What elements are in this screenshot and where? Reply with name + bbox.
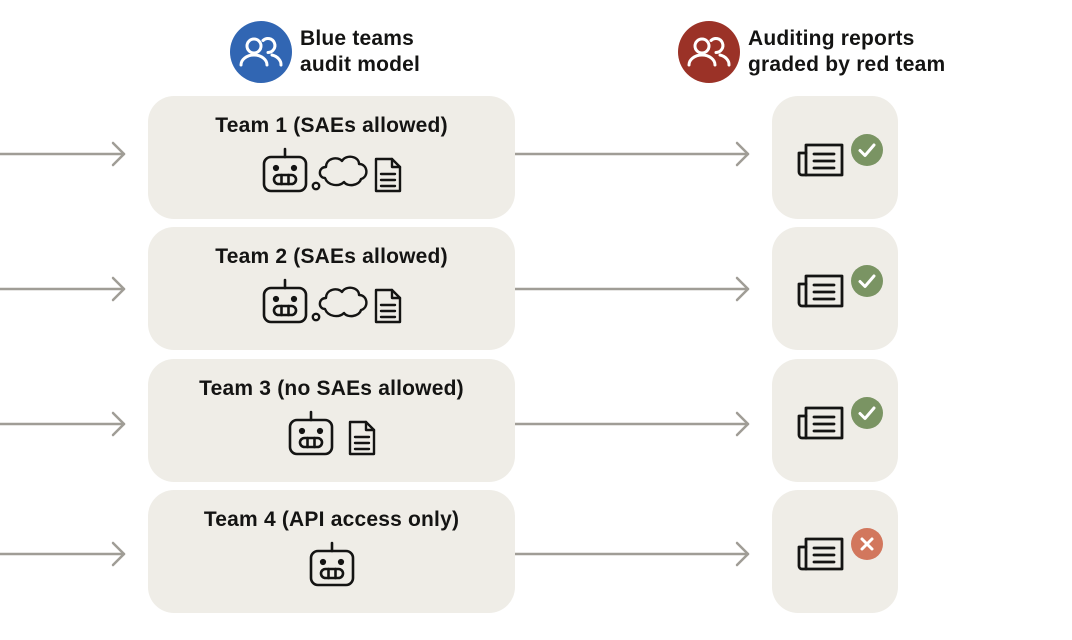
thought-bubble-icon <box>311 283 371 330</box>
check-icon <box>850 133 884 172</box>
team-card-3: Team 3 (no SAEs allowed) <box>148 359 515 482</box>
team-title: Team 3 (no SAEs allowed) <box>199 377 464 400</box>
team-icons <box>148 277 515 330</box>
report-icon <box>797 273 845 314</box>
report-card-2 <box>772 227 898 350</box>
red-team-label: Auditing reports graded by red team <box>748 26 945 78</box>
report-icon <box>797 405 845 446</box>
team-card-1: Team 1 (SAEs allowed) <box>148 96 515 219</box>
team-icons <box>148 540 515 593</box>
team-title: Team 1 (SAEs allowed) <box>215 114 448 137</box>
users-icon <box>230 21 292 83</box>
team-card-4: Team 4 (API access only) <box>148 490 515 613</box>
arrow-head <box>111 411 126 437</box>
arrow-head <box>111 276 126 302</box>
report-card-1 <box>772 96 898 219</box>
red-team-label-line2: graded by red team <box>748 53 946 76</box>
document-icon <box>347 419 377 462</box>
robot-icon <box>308 540 356 593</box>
report-card-4 <box>772 490 898 613</box>
x-icon <box>850 527 884 566</box>
arrow-head <box>735 411 750 437</box>
blue-teams-header: Blue teams audit model <box>230 21 420 83</box>
arrow-head <box>735 141 750 167</box>
report-card-3 <box>772 359 898 482</box>
users-icon <box>678 21 740 83</box>
blue-teams-label: Blue teams audit model <box>300 26 420 78</box>
team-card-2: Team 2 (SAEs allowed) <box>148 227 515 350</box>
report-icon <box>797 536 845 577</box>
red-team-header: Auditing reports graded by red team <box>678 21 945 83</box>
robot-icon <box>287 409 335 462</box>
thought-bubble-icon <box>311 152 371 199</box>
robot-icon <box>261 277 309 330</box>
blue-teams-label-line2: audit model <box>300 53 421 76</box>
team-title: Team 4 (API access only) <box>203 508 460 531</box>
arrow-head <box>735 276 750 302</box>
blue-teams-label-line1: Blue teams <box>300 27 415 50</box>
arrow-head <box>111 541 126 567</box>
document-icon <box>373 287 403 330</box>
team-icons <box>148 146 515 199</box>
report-icon <box>797 142 845 183</box>
robot-icon <box>261 146 309 199</box>
team-title: Team 2 (SAEs allowed) <box>215 245 448 268</box>
document-icon <box>373 156 403 199</box>
arrow-head <box>111 141 126 167</box>
arrow-head <box>735 541 750 567</box>
red-team-label-line1: Auditing reports <box>748 27 915 50</box>
check-icon <box>850 264 884 303</box>
check-icon <box>850 396 884 435</box>
team-icons <box>148 409 515 462</box>
